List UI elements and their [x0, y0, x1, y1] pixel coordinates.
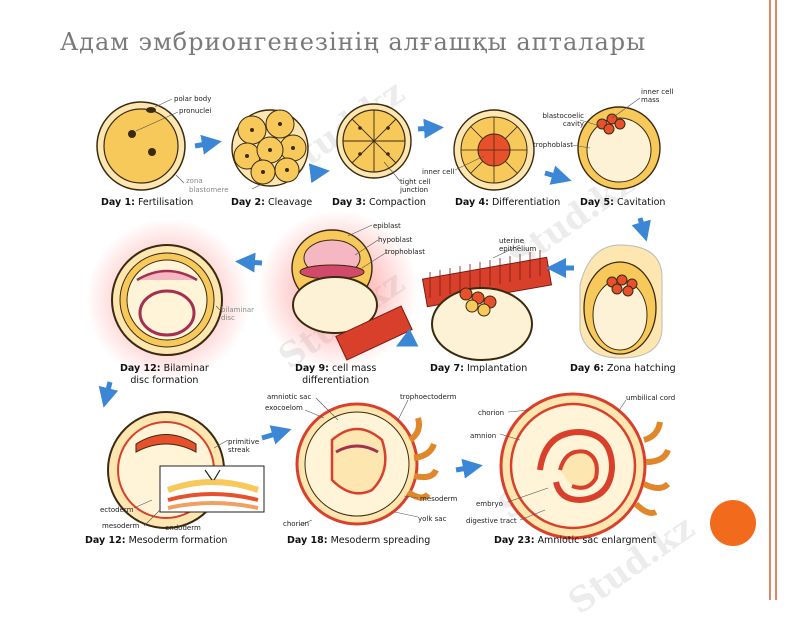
label-blastomere: blastomere [189, 186, 229, 194]
day2-cleavage [231, 109, 309, 187]
label-uterine-epithelium: uterine epithelium [499, 237, 537, 253]
label-ectoderm: ectoderm [100, 506, 134, 514]
label-trophoblast: trophoblast [533, 141, 573, 149]
label-inner-cell: inner cell [422, 168, 455, 176]
day12-bilaminar-disc [111, 244, 223, 356]
slide-edge-line-left [769, 0, 771, 600]
label-primitive-streak: primitive streak [228, 438, 260, 454]
label-blastocoelic-cavity: blastocoelic cavity [542, 112, 584, 128]
label-pronuclei: pronuclei [179, 107, 212, 115]
label-embryo: embryo [476, 500, 503, 508]
label-zona: zona [186, 177, 203, 185]
flow-arrows [98, 118, 651, 479]
caption-day23: Day 23: Amniotic sac enlargment [494, 535, 657, 546]
caption-day1: Day 1: Fertilisation [101, 197, 194, 208]
day1-zygote [96, 101, 186, 191]
caption-day5: Day 5: Cavitation [580, 197, 666, 208]
label-digestive-tract: digestive tract [466, 517, 517, 525]
label-amnion: amnion [470, 432, 497, 440]
day12-mesoderm-formation [107, 411, 265, 529]
label-chorion-d23: chorion [478, 409, 505, 417]
label-trophoectoderm: trophoectoderm [400, 393, 457, 401]
slide-edge-line-right [775, 0, 777, 600]
label-mesoderm: mesoderm [102, 522, 140, 530]
day23-amniotic-sac [499, 392, 671, 540]
day9-cell-mass [291, 229, 413, 361]
day4-differentiation [453, 109, 535, 191]
label-polar-body: polar body [174, 95, 212, 103]
label-yolk-sac: yolk sac [418, 515, 447, 523]
label-hypoblast: hypoblast [378, 236, 413, 244]
day5-cavitation [577, 106, 661, 190]
day3-compaction [336, 103, 412, 179]
embryogenesis-diagram [86, 97, 671, 540]
label-bilaminar-disc: bilaminar disc [221, 306, 254, 322]
label-amniotic-sac: amniotic sac [267, 393, 312, 401]
slide-title: Адам эмбрионгенезінің алғашқы апталары [60, 28, 647, 56]
label-chorion-d18: chorion [283, 520, 310, 528]
label-mesoderm-d18: mesoderm [420, 495, 458, 503]
caption-day3: Day 3: Compaction [332, 197, 426, 208]
caption-day2: Day 2: Cleavage [231, 197, 313, 208]
caption-day18: Day 18: Mesoderm spreading [287, 535, 431, 546]
caption-day7: Day 7: Implantation [430, 363, 528, 374]
caption-day12-mesoderm: Day 12: Mesoderm formation [85, 535, 228, 546]
day18-mesoderm-spreading [295, 402, 439, 526]
label-tight-cell-junction: tight cell junction [400, 178, 431, 194]
label-exocoelom: exocoelom [265, 404, 303, 412]
day6-zona-hatching [579, 244, 663, 359]
label-epiblast: epiblast [373, 222, 401, 230]
label-inner-cell-mass: inner cell mass [641, 88, 674, 104]
day7-implantation [421, 250, 553, 361]
label-umbilical-cord: umbilical cord [626, 394, 676, 402]
label-trophoblast-d9: trophoblast [385, 248, 425, 256]
caption-day4: Day 4: Differentiation [455, 197, 561, 208]
label-endoderm: endoderm [165, 524, 201, 532]
caption-day6: Day 6: Zona hatching [570, 363, 676, 374]
accent-circle [710, 500, 756, 546]
